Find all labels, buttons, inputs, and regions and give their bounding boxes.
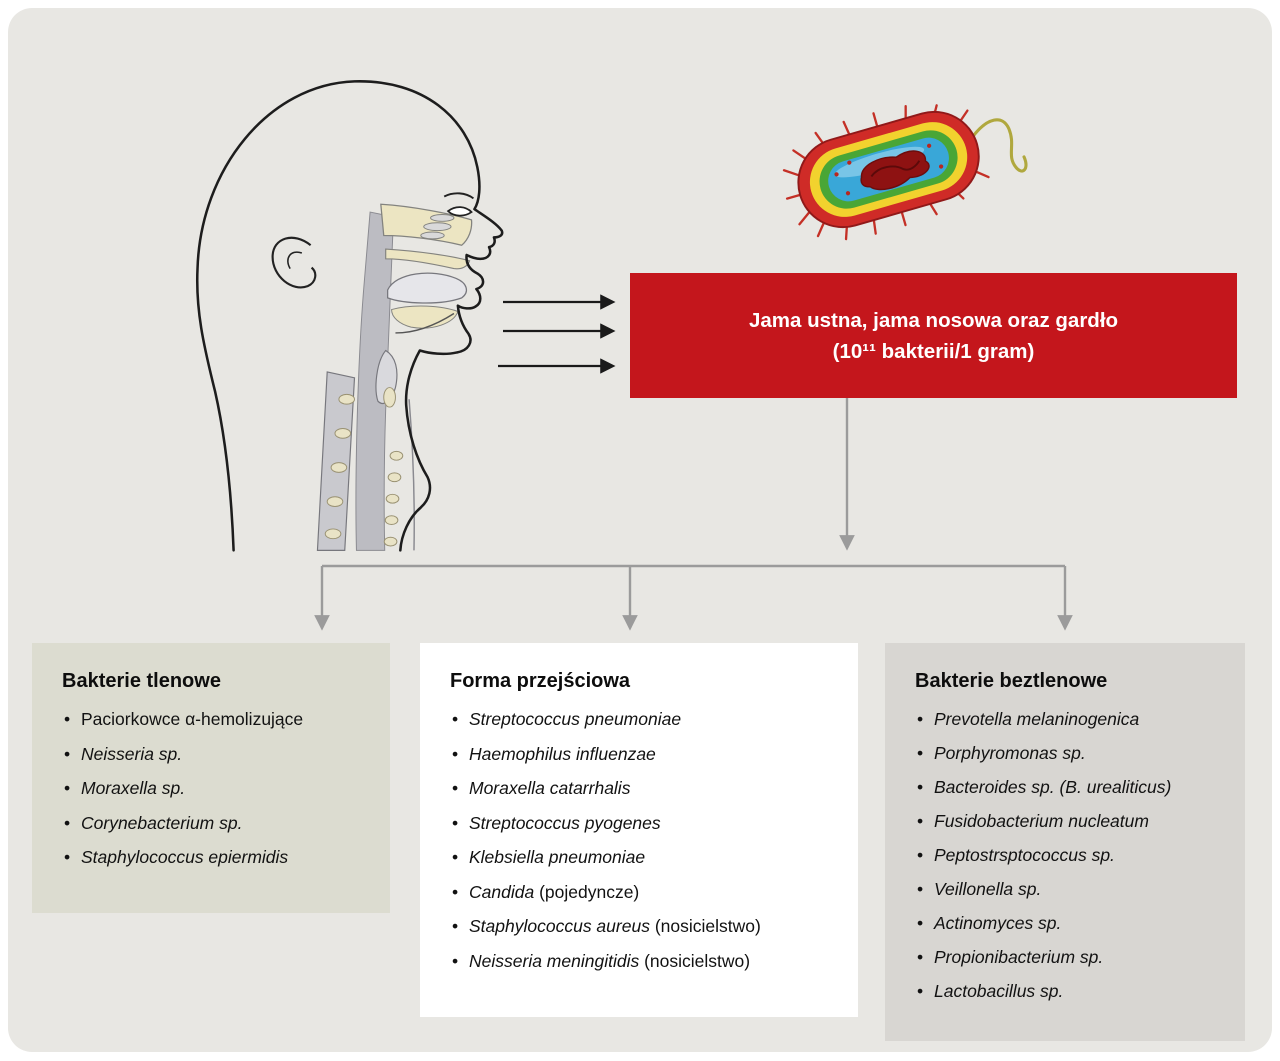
species-note: (pojedyncze) (534, 881, 640, 902)
species-list: Prevotella melaninogenica Porphyromonas … (915, 702, 1225, 1008)
palate-shape (385, 248, 471, 270)
species-name: Staphylococcus epiermidis (81, 847, 289, 867)
jaw-line (395, 312, 455, 334)
species-name: Propionibacterium sp. (934, 947, 1104, 967)
head-outline (195, 80, 504, 552)
species-name: Corynebacterium sp. (81, 812, 243, 833)
list-item: Peptostrsptococcus sp. (915, 838, 1225, 872)
species-list: Paciorkowce α-hemolizujące Neisseria sp.… (62, 702, 370, 875)
tongue-shape (387, 272, 468, 304)
species-name: Veillonella sp. (934, 879, 1042, 899)
human-head-illustration (195, 80, 504, 552)
list-item: Bacteroides sp. (B. urealiticus) (915, 770, 1225, 804)
species-name: Moraxella sp. (81, 778, 186, 798)
species-name: Staphylococcus aureus (469, 916, 650, 936)
bacterium-icon (782, 104, 1028, 241)
bacterium-flagellum (970, 118, 1028, 173)
list-item: Corynebacterium sp. (62, 806, 370, 841)
red-label-box: Jama ustna, jama nosowa oraz gardło (10¹… (630, 273, 1237, 398)
species-name: Streptococcus pyogenes (469, 812, 661, 833)
species-name: Porphyromonas sp. (934, 743, 1086, 763)
list-item: Streptococcus pneumoniae (450, 702, 838, 737)
species-note: Paciorkowce α-hemolizujące (81, 709, 304, 729)
species-name: Neisseria meningitidis (469, 950, 640, 971)
list-item: Staphylococcus epiermidis (62, 840, 370, 875)
list-item: Neisseria sp. (62, 737, 370, 772)
species-list: Streptococcus pneumoniae Haemophilus inf… (450, 702, 838, 978)
mouth-floor-shape (391, 305, 459, 329)
list-item: Moraxella catarrhalis (450, 771, 838, 806)
box-title: Bakterie tlenowe (62, 670, 221, 692)
list-item: Moraxella sp. (62, 771, 370, 806)
list-item: Staphylococcus aureus (nosicielstwo) (450, 909, 838, 944)
species-name: Prevotella melaninogenica (934, 709, 1140, 729)
list-item: Paciorkowce α-hemolizujące (62, 702, 370, 737)
species-name: Fusidobacterium nucleatum (934, 811, 1149, 831)
pharynx-shape (355, 211, 395, 551)
species-name: Streptococcus pneumoniae (469, 709, 682, 729)
species-name: Actinomyces sp. (934, 913, 1062, 933)
larynx-shape (375, 349, 398, 408)
list-item: Fusidobacterium nucleatum (915, 804, 1225, 838)
nasal-cavity-shape (380, 203, 473, 246)
species-name: Candida (469, 881, 535, 902)
list-item: Lactobacillus sp. (915, 974, 1225, 1008)
red-box-line1: Jama ustna, jama nosowa oraz gardło (748, 308, 1119, 332)
box-title: Bakterie beztlenowe (915, 670, 1108, 692)
eye-shape (443, 192, 475, 217)
species-name: Moraxella catarrhalis (469, 778, 631, 798)
aerobic-bacteria-box: Bakterie tlenowe Paciorkowce α-hemolizuj… (32, 643, 390, 913)
species-name: Peptostrsptococcus sp. (934, 845, 1115, 865)
species-name: Neisseria sp. (81, 743, 183, 764)
list-item: Propionibacterium sp. (915, 940, 1225, 974)
species-name: Lactobacillus sp. (934, 981, 1064, 1001)
list-item: Candida (pojedyncze) (450, 875, 838, 910)
species-note: (nosicielstwo) (639, 950, 751, 971)
list-item: Haemophilus influenzae (450, 737, 838, 772)
box-title: Forma przejściowa (450, 670, 631, 692)
transitional-forms-box: Forma przejściowa Streptococcus pneumoni… (420, 643, 858, 1017)
list-item: Streptococcus pyogenes (450, 806, 838, 841)
species-name: Haemophilus influenzae (469, 743, 656, 764)
list-item: Neisseria meningitidis (nosicielstwo) (450, 944, 838, 979)
species-name: Klebsiella pneumoniae (469, 847, 646, 867)
list-item: Actinomyces sp. (915, 906, 1225, 940)
esophagus-line (408, 399, 415, 551)
list-item: Veillonella sp. (915, 872, 1225, 906)
list-item: Klebsiella pneumoniae (450, 840, 838, 875)
red-box-line2: (10¹¹ bakterii/1 gram) (832, 339, 1035, 363)
list-item: Porphyromonas sp. (915, 736, 1225, 770)
anaerobic-bacteria-box: Bakterie beztlenowe Prevotella melaninog… (885, 643, 1245, 1041)
spine-shape (316, 371, 356, 551)
trachea-rings (383, 450, 404, 547)
species-name: Bacteroides sp. (B. urealiticus) (934, 777, 1172, 797)
bacterium-body (797, 110, 980, 229)
species-note: (nosicielstwo) (649, 916, 761, 936)
list-item: Prevotella melaninogenica (915, 702, 1225, 736)
ear-shape (271, 236, 317, 289)
